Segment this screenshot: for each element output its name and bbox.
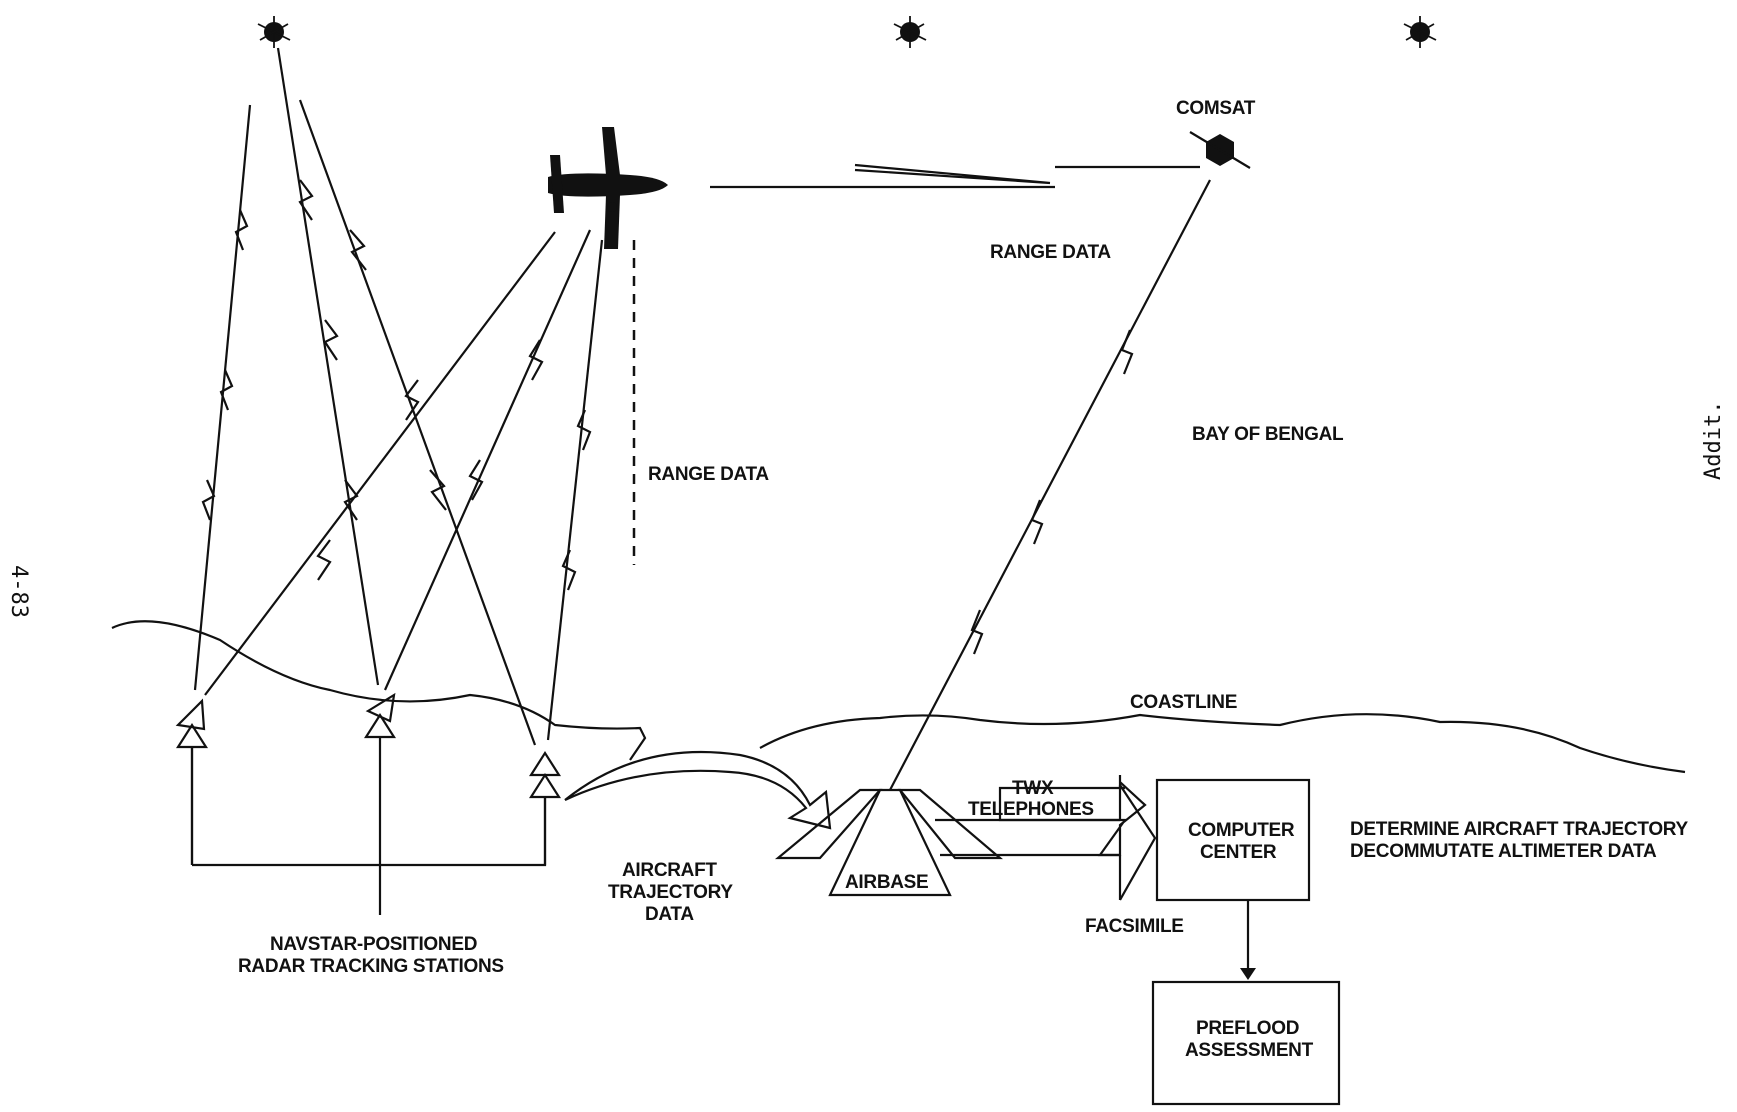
signal-zigzag-marks <box>201 179 592 591</box>
arrowhead <box>1240 968 1256 980</box>
aircraft-comsat-link <box>710 163 1200 189</box>
preflood-label-1: PREFLOOD <box>1196 1018 1299 1039</box>
aircraft-icon <box>548 127 668 249</box>
trajectory-data-arrow <box>564 750 832 830</box>
navstar-satellite-1-icon <box>257 16 291 48</box>
twx-label: TWX <box>1012 778 1054 799</box>
aircraft-trajectory-label-1: AIRCRAFT <box>622 860 717 881</box>
radar-station-2-icon <box>363 692 397 915</box>
coastline-shape <box>111 620 1686 774</box>
satellite-station-links <box>193 47 604 746</box>
navstar-satellite-2-icon <box>893 16 927 48</box>
preflood-assessment-box <box>1151 980 1341 1106</box>
airbase-icon <box>774 788 1003 897</box>
navstar-satellite-3-icon <box>1403 16 1437 48</box>
comsat-satellite-icon <box>1189 131 1251 169</box>
facsimile-label: FACSIMILE <box>1085 916 1184 937</box>
computer-center-box <box>1155 778 1311 902</box>
stations-label-2: RADAR TRACKING STATIONS <box>238 956 504 977</box>
telephones-label: TELEPHONES <box>968 799 1094 820</box>
range-data-mid-label: RANGE DATA <box>648 464 769 485</box>
determine-label-1: DETERMINE AIRCRAFT TRAJECTORY <box>1350 819 1689 840</box>
airbase-label: AIRBASE <box>845 872 928 893</box>
edge-mark: Addit. <box>1701 401 1726 480</box>
determine-label-2: DECOMMUTATE ALTIMETER DATA <box>1350 841 1657 862</box>
twx-facsimile-arrow <box>935 784 1157 901</box>
comsat-airbase-link <box>889 179 1211 791</box>
page-number: 4-83 <box>6 565 31 618</box>
aircraft-trajectory-label-3: DATA <box>645 904 694 925</box>
computer-center-label-1: COMPUTER <box>1188 820 1295 841</box>
stations-label-1: NAVSTAR-POSITIONED <box>270 934 477 955</box>
comsat-label: COMSAT <box>1176 98 1256 119</box>
coastline-label: COASTLINE <box>1130 692 1237 713</box>
preflood-label-2: ASSESSMENT <box>1185 1040 1314 1061</box>
range-data-top-label: RANGE DATA <box>990 242 1111 263</box>
station-link-bracket <box>192 797 547 867</box>
bay-of-bengal-label: BAY OF BENGAL <box>1192 424 1344 445</box>
computer-center-label-2: CENTER <box>1200 842 1277 863</box>
aircraft-trajectory-label-2: TRAJECTORY <box>608 882 733 903</box>
